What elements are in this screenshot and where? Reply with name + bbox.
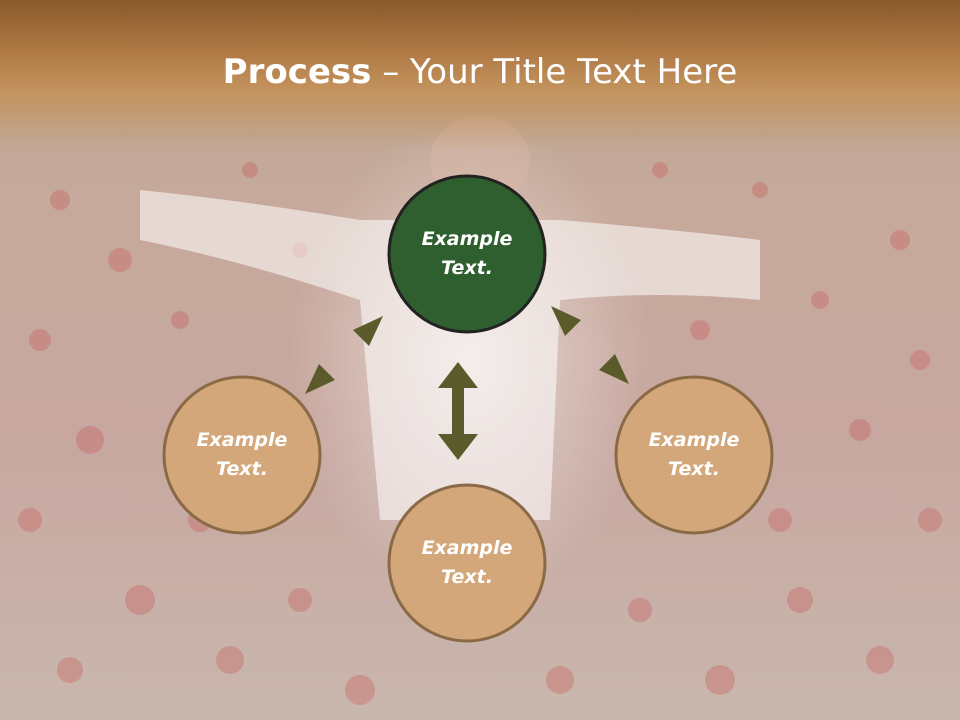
node-center-circle[interactable]: [387, 174, 547, 334]
title-dash: –: [371, 52, 411, 92]
title-rest: Your Title Text Here: [410, 52, 738, 92]
slide-title[interactable]: Process – Your Title Text Here: [0, 52, 960, 92]
arrow-center-right: [551, 306, 629, 384]
node-center-label: Example Text.: [421, 228, 513, 279]
node-right-label: Example Text.: [648, 429, 740, 480]
node-bottom-label: Example Text.: [421, 537, 513, 588]
node-left-label: Example Text.: [196, 429, 288, 480]
title-bold: Process: [222, 52, 372, 92]
node-left-circle[interactable]: [162, 375, 322, 535]
node-right-circle[interactable]: [614, 375, 774, 535]
node-bottom-circle[interactable]: [387, 483, 547, 643]
arrow-center-bottom: [438, 362, 478, 460]
title-bar: [0, 0, 960, 150]
arrow-center-left: [305, 316, 383, 394]
